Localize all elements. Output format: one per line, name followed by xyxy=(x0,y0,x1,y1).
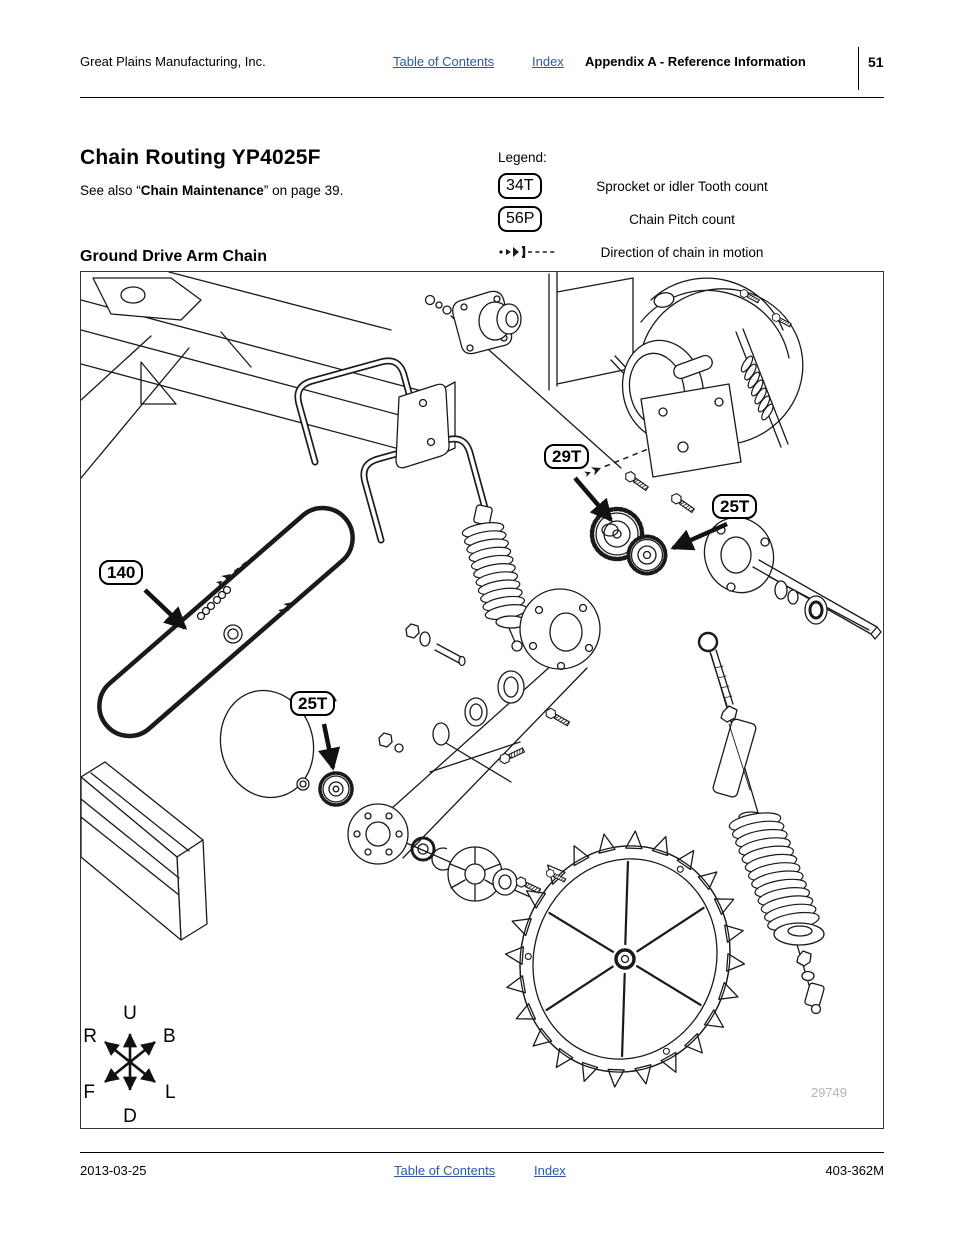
pitch-count-badge: 56P xyxy=(498,206,543,232)
see-also-crossref[interactable]: Chain Maintenance xyxy=(140,183,264,198)
footer-index-link[interactable]: Index xyxy=(534,1163,566,1178)
tension-spring-assembly xyxy=(697,631,825,1015)
wheel-spokes xyxy=(545,860,705,1058)
figure-number: 29749 xyxy=(811,1085,847,1100)
orientation-compass xyxy=(104,1033,156,1091)
compass-back: B xyxy=(163,1026,176,1047)
fasteners xyxy=(309,287,793,896)
legend-label: Direction of chain in motion xyxy=(600,244,764,260)
legend-label: Chain Pitch count xyxy=(629,211,735,227)
callout-arrows xyxy=(143,476,728,771)
legend-heading: Legend: xyxy=(498,150,547,165)
header-index-link[interactable]: Index xyxy=(532,54,564,69)
compass-front: F xyxy=(83,1082,95,1103)
wheel-teeth xyxy=(504,830,746,1088)
callout-chain-140: 140 xyxy=(99,560,144,585)
legend-row-tooth-count: 34T Sprocket or idler Tooth count xyxy=(498,173,806,199)
compass-down: D xyxy=(123,1106,137,1127)
u-bolt-clamp xyxy=(294,357,489,544)
callout-sprocket-25t-input: 25T xyxy=(712,494,758,519)
tooth-count-badge: 34T xyxy=(498,173,542,199)
compass-rear: R xyxy=(83,1026,97,1047)
see-also-prefix: See also “ xyxy=(80,183,141,198)
legend-label: Sprocket or idler Tooth count xyxy=(596,178,768,194)
wheel-hub-parts xyxy=(447,846,518,902)
footer-toc-link[interactable]: Table of Contents xyxy=(394,1163,496,1178)
see-also-suffix: ” on page 39. xyxy=(263,183,344,198)
footer-date: 2013-03-25 xyxy=(80,1163,147,1178)
header-section-title: Appendix A - Reference Information xyxy=(585,54,806,69)
ground-drive-arm xyxy=(219,588,601,871)
drive-chain-140 xyxy=(97,505,355,739)
compass-left: L xyxy=(165,1082,176,1103)
page-title: Chain Routing YP4025F xyxy=(80,146,321,169)
exploded-view-drawing: U D R B F L 29749 xyxy=(81,272,882,1127)
section-heading: Ground Drive Arm Chain xyxy=(80,248,267,265)
compass-letters: U D R B F L xyxy=(83,1003,175,1127)
legend: Legend: 34T Sprocket or idler Tooth coun… xyxy=(498,150,806,272)
arm-sprocket-25t xyxy=(296,771,354,807)
footer-rule xyxy=(80,1152,884,1153)
gearbox xyxy=(621,277,804,478)
callout-sprocket-29t: 29T xyxy=(544,444,590,469)
header-divider xyxy=(858,47,859,90)
see-also-line: See also “Chain Maintenance” on page 39. xyxy=(80,183,343,198)
footer-doc-number: 403-362M xyxy=(825,1163,884,1178)
flange-bearing xyxy=(424,290,522,355)
sprocket-pair xyxy=(589,506,668,576)
header-toc-link[interactable]: Table of Contents xyxy=(393,54,495,69)
legend-row-chain-direction: Direction of chain in motion xyxy=(498,239,806,265)
spiked-drive-wheel xyxy=(504,830,746,1088)
toolbar-box-beam xyxy=(81,761,208,941)
idler-hub-shaft xyxy=(703,516,882,640)
shock-spring xyxy=(461,504,528,652)
legend-row-pitch-count: 56P Chain Pitch count xyxy=(498,206,806,232)
company-name: Great Plains Manufacturing, Inc. xyxy=(80,54,266,69)
chain-motion-arrows xyxy=(214,443,652,617)
callout-sprocket-25t-arm: 25T xyxy=(290,691,336,716)
header-rule xyxy=(80,97,884,98)
page-number: 51 xyxy=(868,54,884,70)
compass-up: U xyxy=(123,1003,137,1024)
diagram-ground-drive-arm-chain: U D R B F L 29749 140 29T 25T 25T xyxy=(80,271,884,1129)
chain-direction-icon xyxy=(499,246,555,258)
